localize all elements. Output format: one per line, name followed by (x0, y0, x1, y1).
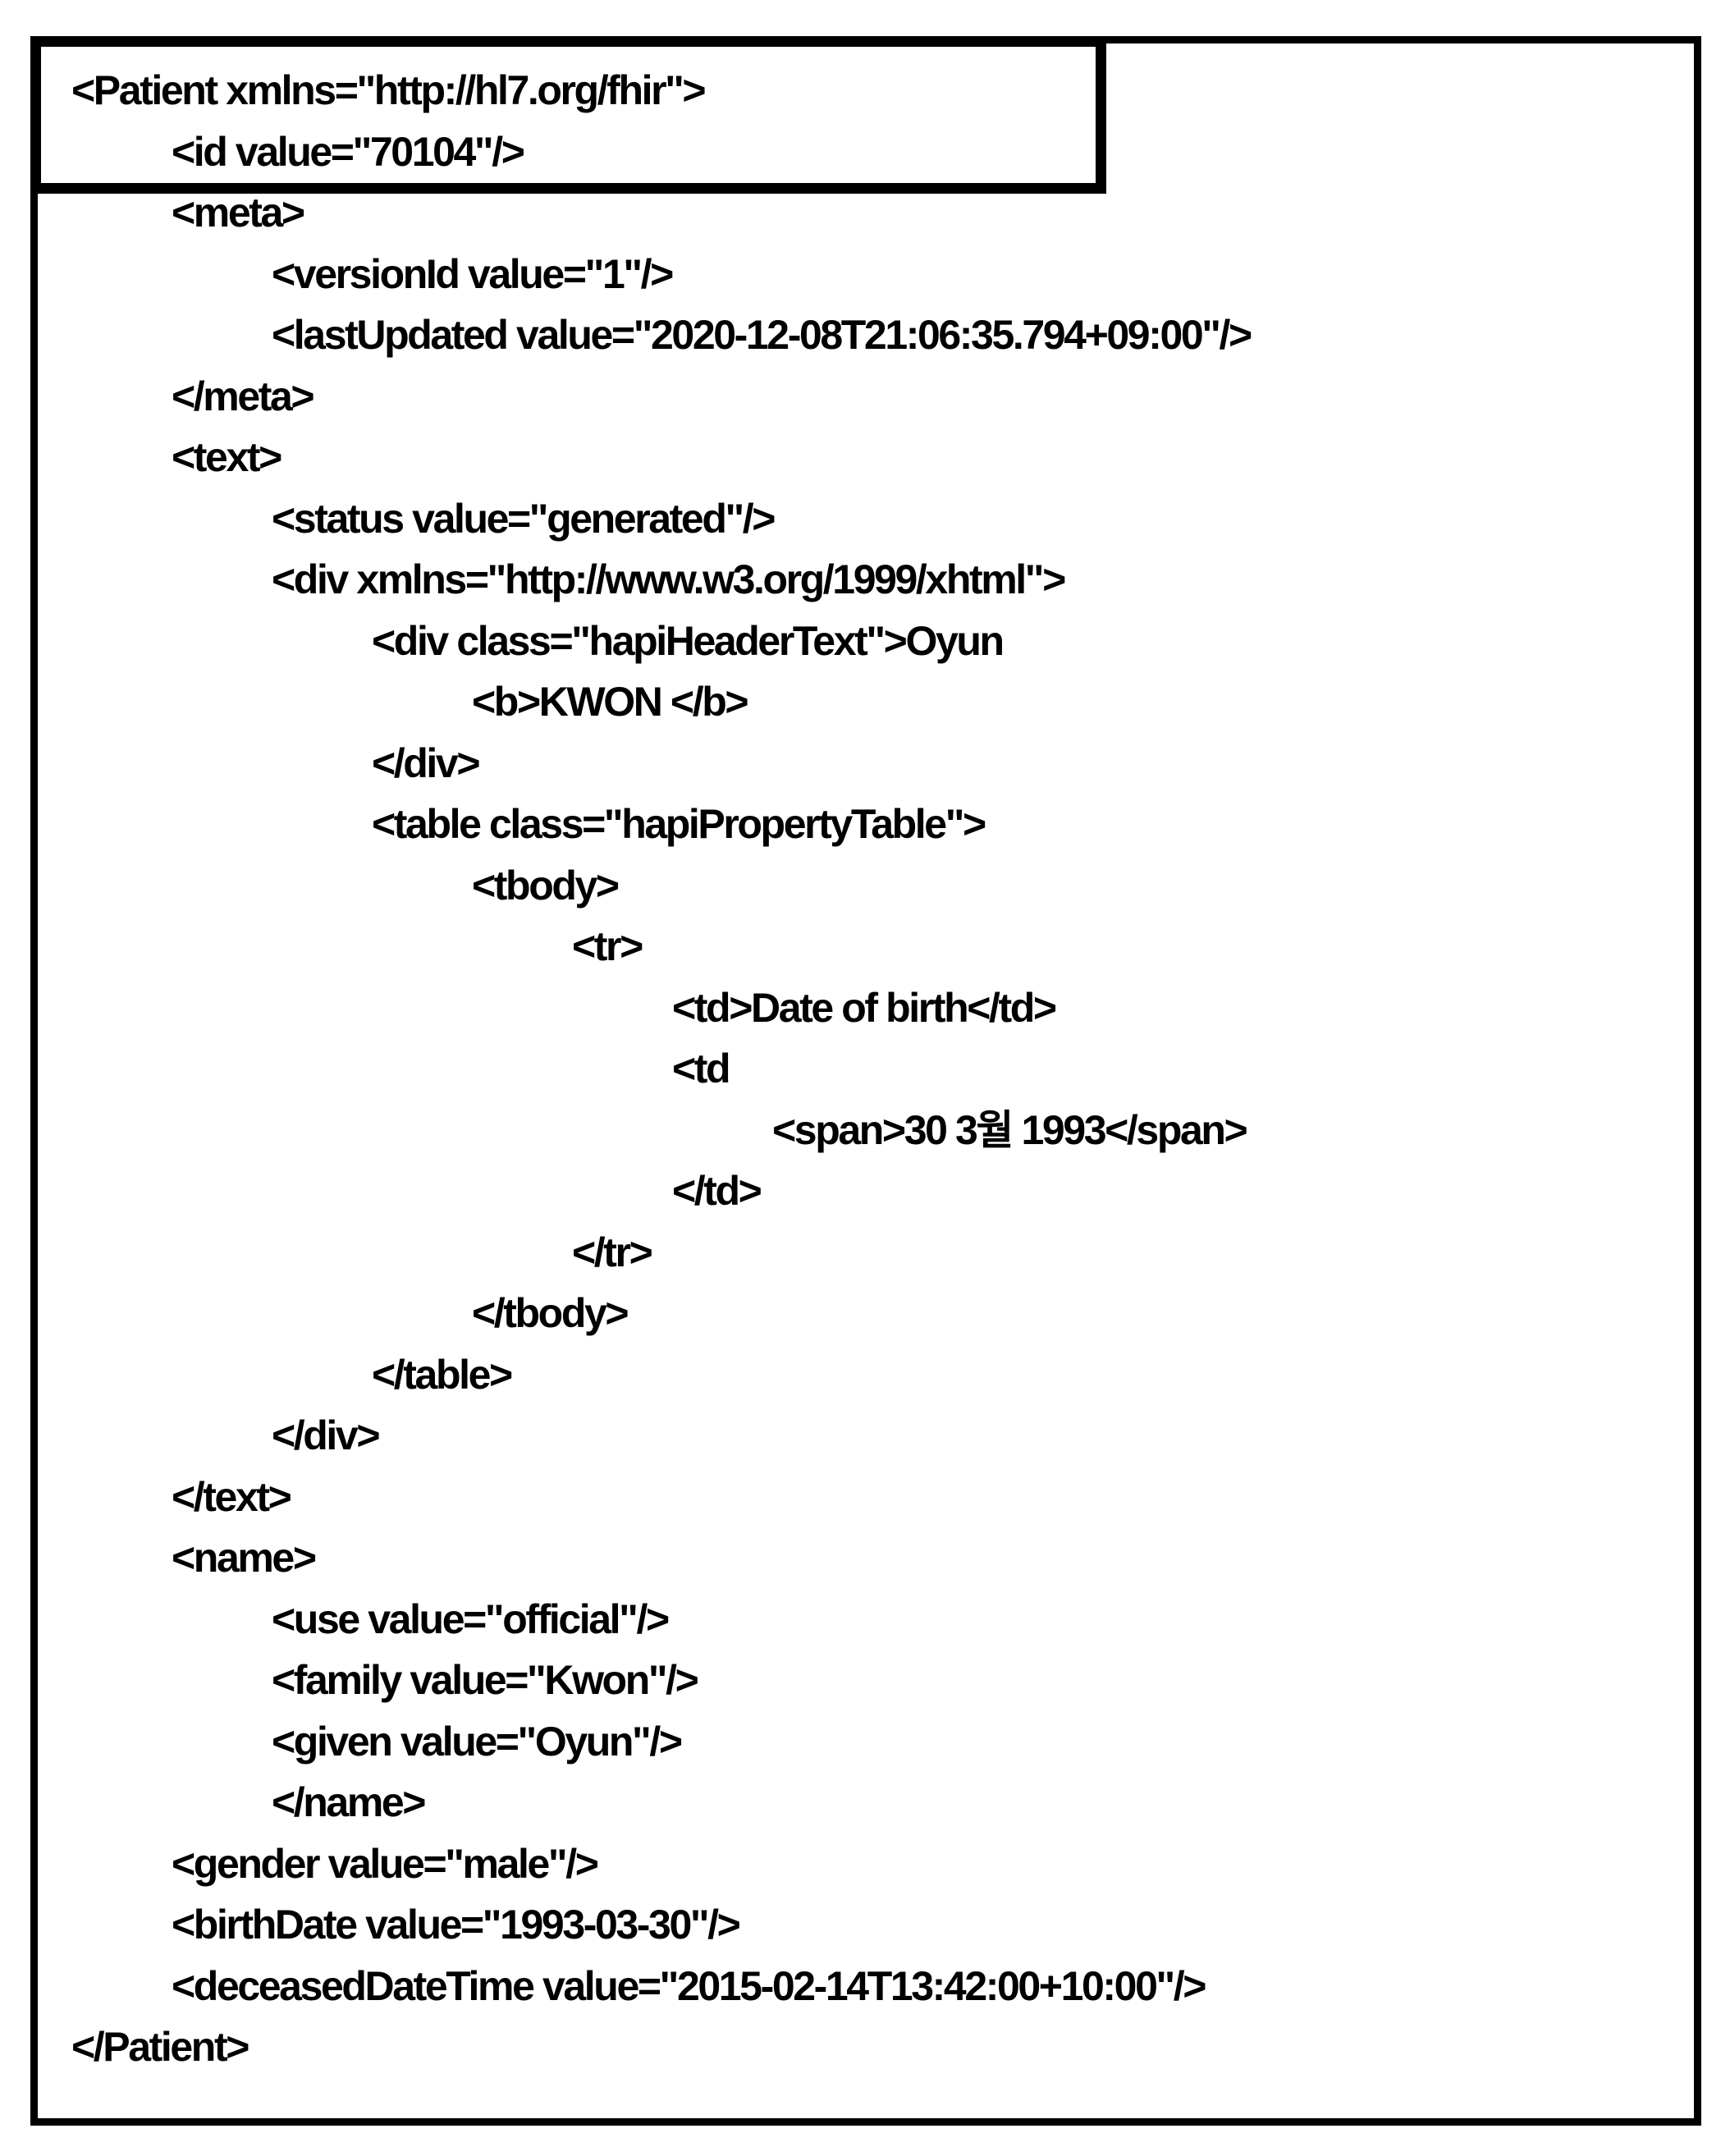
code-line: </div> (372, 740, 481, 786)
code-line: <birthDate value="1993-03-30"/> (172, 1902, 741, 1948)
code-line: <given value="Oyun"/> (272, 1719, 683, 1765)
highlight-box (30, 36, 1106, 194)
code-line: <div class="hapiHeaderText">Oyun (372, 618, 1005, 664)
code-line: <family value="Kwon"/> (272, 1657, 699, 1703)
code-line: <td>Date of birth</td> (672, 985, 1057, 1031)
code-line: </meta> (172, 373, 315, 419)
code-line: <td (672, 1046, 731, 1092)
code-line: </name> (272, 1779, 427, 1825)
code-line: <versionId value="1"/> (272, 251, 674, 297)
code-line: <div xmlns="http://www.w3.org/1999/xhtml… (272, 556, 1066, 602)
code-line: <gender value="male"/> (172, 1841, 599, 1887)
code-line: <use value="official"/> (272, 1596, 670, 1642)
code-line: <span>30 3월 1993</span> (772, 1107, 1248, 1153)
code-line: </div> (272, 1412, 381, 1458)
code-line: <tbody> (472, 863, 620, 909)
code-line: <status value="generated"/> (272, 496, 776, 542)
code-line: <text> (172, 434, 282, 480)
code-line: </table> (372, 1352, 513, 1398)
code-line: <name> (172, 1535, 317, 1581)
code-line: <b>KWON </b> (472, 679, 749, 725)
code-line: <tr> (572, 923, 643, 969)
code-line: <lastUpdated value="2020-12-08T21:06:35.… (272, 312, 1252, 358)
code-line: <id value="70104"/> (172, 129, 525, 175)
code-line: <meta> (172, 190, 305, 236)
code-line: <deceasedDateTime value="2015-02-14T13:4… (172, 1963, 1206, 2009)
code-line: <table class="hapiPropertyTable"> (372, 801, 986, 847)
code-line: <Patient xmlns="http://hl7.org/fhir"> (71, 67, 707, 113)
code-line: </tbody> (472, 1290, 629, 1336)
code-line: </Patient> (71, 2024, 249, 2070)
code-line: </td> (672, 1168, 762, 1214)
code-line: </tr> (572, 1229, 653, 1275)
code-line: </text> (172, 1474, 292, 1520)
